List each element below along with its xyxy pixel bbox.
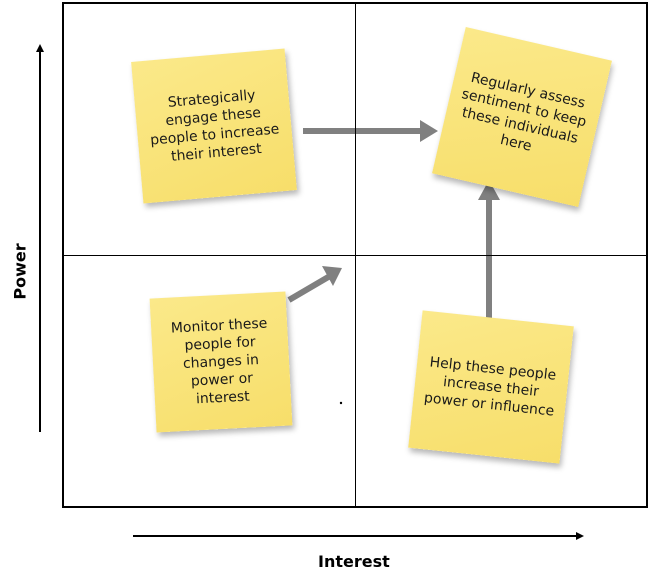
sticky-note-bottom-left: Monitor these people for changes in powe…: [149, 291, 293, 433]
sticky-note-top-left: Strategically engage these people to inc…: [131, 48, 297, 204]
y-axis-label: Power: [10, 243, 30, 300]
arrow-engage-to-assess: [303, 120, 438, 142]
arrow-monitor-to-center: [287, 266, 342, 303]
note-text-bottom-right: Help these people increase their power o…: [423, 354, 557, 420]
x-axis-label: Interest: [318, 552, 390, 571]
note-text-top-left: Strategically engage these people to inc…: [149, 87, 280, 165]
horizontal-divider: [62, 255, 648, 256]
arrow-help-to-assess: [478, 180, 500, 318]
note-text-bottom-left: Monitor these people for changes in powe…: [170, 315, 268, 408]
stray-dot: [339, 401, 343, 405]
sticky-note-bottom-right: Help these people increase their power o…: [408, 310, 574, 464]
note-text-top-right: Regularly assess sentiment to keep these…: [460, 69, 588, 155]
